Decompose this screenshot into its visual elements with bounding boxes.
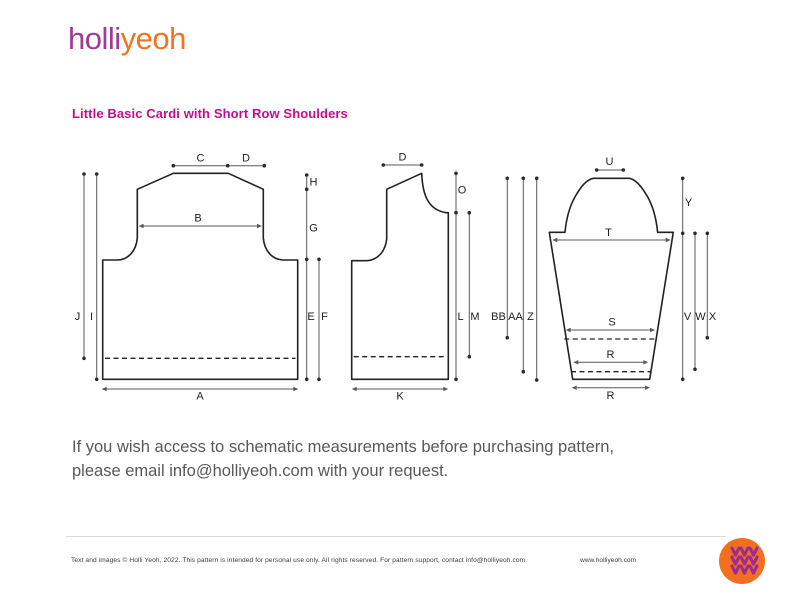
footer-copyright: Text and images © Holli Yeoh, 2022. This… [71, 557, 528, 564]
measure-endpoint-dot [521, 369, 526, 374]
measure-endpoint-dot [454, 377, 458, 382]
arrowhead [552, 237, 558, 243]
arrowhead [257, 223, 262, 229]
measure-label-A: A [196, 391, 204, 403]
measure-label-Y: Y [685, 197, 693, 209]
garment-outline [350, 172, 450, 381]
measure-label-I: I [90, 311, 93, 323]
measure-endpoint-dot [693, 231, 697, 236]
measure-endpoint-dot [534, 378, 539, 382]
measure-endpoint-dot [304, 187, 309, 192]
measure-label-AA: AA [508, 311, 523, 323]
arrowhead [101, 386, 107, 392]
brand-logo-holli: holli [68, 21, 121, 56]
garment-outline [548, 177, 675, 381]
knit-medallion-logo [719, 538, 765, 584]
measure-endpoint-dot [381, 163, 386, 167]
knit-stitches-icon [730, 546, 759, 575]
measure-endpoint-dot [317, 377, 321, 382]
measure-endpoint-dot [521, 176, 526, 181]
measure-label-X: X [709, 311, 717, 323]
measure-label-E: E [307, 311, 314, 323]
measure-label-O: O [458, 185, 467, 197]
measure-label-R: R [607, 390, 615, 402]
arrowhead [665, 237, 671, 243]
measure-label-D: D [242, 153, 250, 165]
arrowhead [293, 386, 299, 392]
body-text: If you wish access to schematic measurem… [72, 436, 614, 483]
measure-endpoint-dot [304, 377, 309, 382]
measure-label-M: M [470, 311, 479, 323]
measure-endpoint-dot [225, 163, 230, 168]
measure-endpoint-dot [171, 163, 176, 168]
measure-label-B: B [194, 213, 201, 225]
arrowhead [650, 327, 655, 333]
measure-endpoint-dot [317, 257, 321, 262]
garment-outline [101, 172, 299, 381]
arrowhead [573, 360, 579, 365]
body-text-line1: If you wish access to schematic measurem… [72, 438, 615, 456]
measure-label-D: D [399, 152, 407, 164]
measure-endpoint-dot [454, 210, 458, 215]
measure-label-S: S [608, 317, 615, 329]
measure-endpoint-dot [94, 172, 99, 176]
measure-label-L: L [457, 311, 463, 323]
measure-endpoint-dot [454, 171, 458, 176]
measure-endpoint-dot [82, 172, 86, 176]
measure-label-V: V [684, 311, 692, 323]
measure-endpoint-dot [419, 163, 424, 167]
measure-label-G: G [309, 223, 318, 235]
measure-endpoint-dot [680, 377, 685, 382]
body-text-line2: please email info@holliyeoh.com with you… [72, 461, 449, 480]
measure-endpoint-dot [705, 231, 710, 236]
footer-divider [66, 536, 726, 537]
brand-logo-yeoh: yeoh [120, 21, 187, 56]
arrowhead [565, 327, 571, 333]
arrowhead [351, 386, 357, 392]
measure-endpoint-dot [467, 210, 472, 215]
measure-label-J: J [75, 311, 81, 323]
measure-endpoint-dot [621, 168, 626, 172]
measure-endpoint-dot [82, 356, 86, 361]
measure-label-U: U [606, 156, 614, 168]
arrowhead [643, 360, 649, 365]
measure-endpoint-dot [505, 176, 510, 181]
measure-label-T: T [605, 227, 612, 239]
pattern-title: Little Basic Cardi with Short Row Should… [72, 106, 348, 121]
measure-endpoint-dot [505, 335, 510, 340]
measure-endpoint-dot [693, 367, 697, 372]
measure-endpoint-dot [304, 257, 309, 262]
footer-website: www.holliyeoh.com [580, 557, 637, 564]
measure-label-Z: Z [527, 311, 534, 323]
measure-label-F: F [321, 311, 328, 323]
measure-endpoint-dot [304, 173, 309, 177]
measure-label-K: K [396, 391, 404, 403]
measure-label-H: H [310, 177, 318, 189]
measure-endpoint-dot [94, 377, 99, 382]
arrowhead [571, 385, 577, 390]
measure-label-BB: BB [491, 311, 506, 323]
measure-label-W: W [695, 311, 706, 323]
measure-endpoint-dot [262, 163, 267, 168]
measure-endpoint-dot [594, 168, 599, 172]
measure-endpoint-dot [680, 231, 685, 236]
brand-logo: holliyeoh [68, 22, 186, 56]
arrowhead [443, 386, 449, 392]
measure-label-C: C [197, 153, 205, 165]
measure-endpoint-dot [534, 176, 539, 181]
measure-endpoint-dot [680, 176, 685, 181]
arrowhead [645, 385, 650, 390]
measure-label-R: R [607, 349, 615, 361]
arrowhead [138, 223, 144, 229]
measure-endpoint-dot [467, 354, 472, 359]
measure-endpoint-dot [705, 335, 710, 340]
